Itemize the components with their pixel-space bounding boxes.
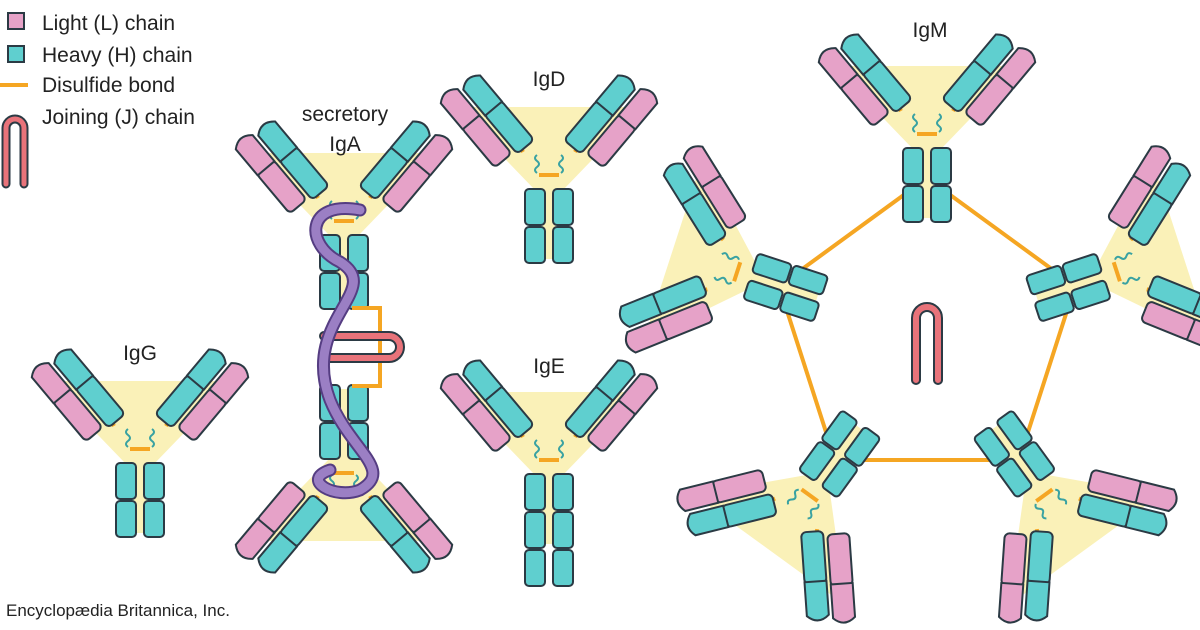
igg-label: IgG bbox=[123, 342, 157, 365]
secretory-iga-antibody: secretory IgA bbox=[230, 103, 458, 582]
igm-joining-chain bbox=[911, 302, 943, 385]
joining-chain-swatch bbox=[1, 114, 29, 189]
legend: Light (L) chain Heavy (H) chain Disulfid… bbox=[0, 12, 195, 189]
iga-disulfide-link bbox=[352, 306, 382, 388]
igd-antibody: IgD bbox=[435, 66, 663, 265]
igd-label: IgD bbox=[533, 68, 566, 91]
credit-line: Encyclopædia Britannica, Inc. bbox=[6, 601, 230, 620]
ige-antibody: IgE bbox=[435, 351, 663, 587]
ige-label: IgE bbox=[533, 355, 565, 378]
igm-disulfide-ring bbox=[776, 175, 1078, 462]
light-chain-swatch bbox=[7, 12, 25, 30]
legend-joining-label: Joining (J) chain bbox=[42, 106, 195, 129]
iga-label-line1: secretory bbox=[302, 103, 389, 126]
iga-joining-chain bbox=[319, 331, 405, 363]
iga-label-line2: IgA bbox=[329, 133, 361, 156]
heavy-chain-swatch bbox=[7, 45, 25, 63]
legend-heavy-label: Heavy (H) chain bbox=[42, 44, 193, 67]
igg-antibody: IgG bbox=[26, 340, 254, 539]
legend-light-label: Light (L) chain bbox=[42, 12, 175, 35]
igm-antibody: IgM bbox=[599, 19, 1200, 630]
igm-label: IgM bbox=[912, 19, 947, 42]
legend-disulfide-label: Disulfide bond bbox=[42, 74, 175, 97]
